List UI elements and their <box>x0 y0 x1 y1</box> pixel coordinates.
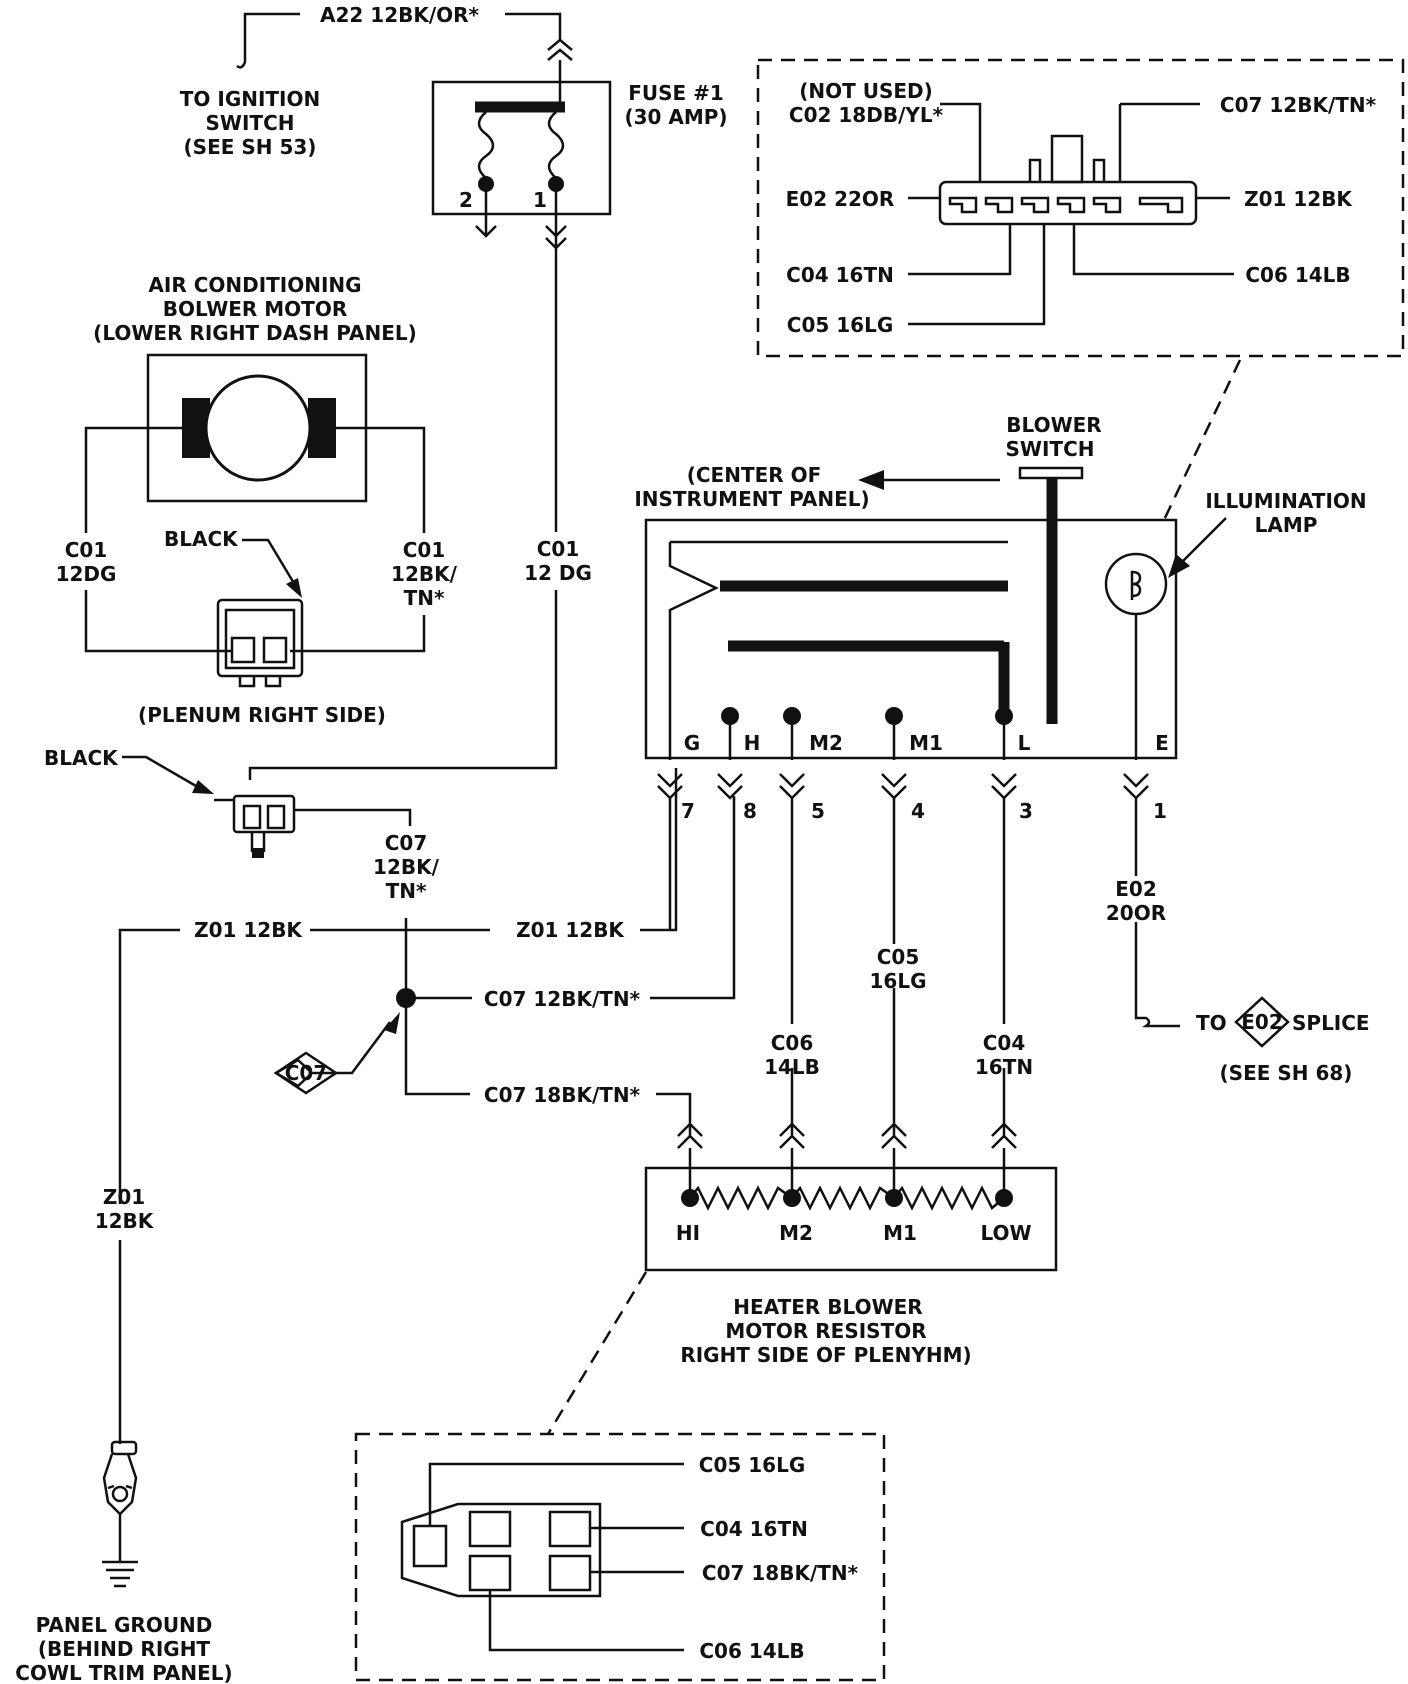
fuse-1: 2 1 FUSE #1 (30 AMP) <box>431 60 728 278</box>
ac-motor-label-3: (LOWER RIGHT DASH PANEL) <box>93 321 417 345</box>
motor-left-code: C01 <box>65 538 108 562</box>
rc-c07: C07 18BK/TN* <box>702 1561 859 1585</box>
tap-hi: HI <box>676 1221 700 1245</box>
ground-label-3: COWL TRIM PANEL) <box>15 1661 232 1684</box>
ground-label-2: (BEHIND RIGHT <box>38 1637 211 1661</box>
ignition-wire-label: A22 12BK/OR* <box>320 3 480 27</box>
motor-black-label: BLACK <box>164 527 239 551</box>
ground-circuit: Z01 12BK Z01 12BK Z01 12BK PANEL GROUND … <box>15 768 678 1684</box>
rc-c06: C06 14LB <box>699 1639 804 1663</box>
terminal-h: H <box>744 731 761 755</box>
c06-gauge: 14LB <box>764 1055 820 1079</box>
switch-connector-detail: (NOT USED) C02 18DB/YL* C07 12BK/TN* E02… <box>756 58 1405 521</box>
e02-splice: SPLICE <box>1292 1011 1370 1035</box>
resistor-label-2: MOTOR RESISTOR <box>725 1319 926 1343</box>
ignition-label-2: SWITCH <box>206 111 295 135</box>
c07-upper-color: TN* <box>386 879 427 903</box>
terminal-g: G <box>684 731 700 755</box>
z01-left-label: Z01 12BK <box>194 918 303 942</box>
blower-resistor: HI M2 M1 LOW HEATER BLOWER MOTOR RESISTO… <box>546 1122 1058 1435</box>
e02-gauge: 20OR <box>1106 901 1166 925</box>
c07-out-upper: C07 12BK/TN* <box>484 987 641 1011</box>
resistor-label-1: HEATER BLOWER <box>733 1295 922 1319</box>
tap-m2: M2 <box>779 1221 813 1245</box>
motor-left-gauge: 12DG <box>56 562 117 586</box>
sw-c02: C02 18DB/YL* <box>789 103 944 127</box>
feed-wire-code: C01 <box>537 537 580 561</box>
motor-right-code: C01 <box>403 538 446 562</box>
switch-output-wires: C05 16LG C06 14LB C04 16TN E02 20OR TO E… <box>668 798 1370 1136</box>
ignition-label-1: TO IGNITION <box>180 87 320 111</box>
pin-7: 7 <box>681 799 695 823</box>
z01-mid-label: Z01 12BK <box>516 918 625 942</box>
e02-splice-tag: E02 <box>1241 1010 1283 1034</box>
c07-out-lower: C07 18BK/TN* <box>484 1083 641 1107</box>
sw-c04: C04 16TN <box>786 263 894 287</box>
motor-right-color: TN* <box>404 586 445 610</box>
tap-m1: M1 <box>883 1221 917 1245</box>
c05-code: C05 <box>877 945 920 969</box>
pin-4: 4 <box>911 799 925 823</box>
ground-label-1: PANEL GROUND <box>36 1613 213 1637</box>
feed-wire: C01 12 DG <box>248 278 592 780</box>
fuse-pin-2: 2 <box>459 188 473 212</box>
blower-switch-label-2: SWITCH <box>1006 437 1095 461</box>
pin-3: 3 <box>1019 799 1033 823</box>
blower-switch: BLOWER SWITCH (CENTER OF INSTRUMENT PANE… <box>634 413 1366 823</box>
ignition-feed: A22 12BK/OR* TO IGNITION SWITCH (SEE SH … <box>180 3 573 159</box>
fuse-pin-1: 1 <box>533 188 547 212</box>
z01-vert-gauge: 12BK <box>95 1209 155 1233</box>
c06-code: C06 <box>771 1031 814 1055</box>
c07-upper-gauge: 12BK/ <box>373 855 440 879</box>
c04-code: C04 <box>983 1031 1026 1055</box>
center-label-2: INSTRUMENT PANEL) <box>634 487 869 511</box>
c07-splice-tag: C07 <box>285 1061 328 1085</box>
e02-see: (SEE SH 68) <box>1220 1061 1353 1085</box>
motor-right-gauge: 12BK/ <box>391 562 458 586</box>
pin-5: 5 <box>811 799 825 823</box>
tap-low: LOW <box>980 1221 1031 1245</box>
fuse-label-2: (30 AMP) <box>624 105 727 129</box>
c07-upper-code: C07 <box>385 831 428 855</box>
terminal-l: L <box>1018 731 1031 755</box>
terminal-e: E <box>1155 731 1169 755</box>
fuse-label-1: FUSE #1 <box>628 81 724 105</box>
z01-vert-code: Z01 <box>103 1185 145 1209</box>
sw-c07: C07 12BK/TN* <box>1220 93 1377 117</box>
sw-c06: C06 14LB <box>1245 263 1350 287</box>
feed-wire-gauge: 12 DG <box>524 561 592 585</box>
terminal-m1: M1 <box>909 731 943 755</box>
ac-motor-label-2: BOLWER MOTOR <box>163 297 347 321</box>
terminal-m2: M2 <box>809 731 843 755</box>
rc-c04: C04 16TN <box>700 1517 808 1541</box>
rc-c05: C05 16LG <box>699 1453 805 1477</box>
lamp-label-2: LAMP <box>1255 513 1318 537</box>
c05-gauge: 16LG <box>870 969 927 993</box>
plenum-label: (PLENUM RIGHT SIDE) <box>138 703 386 727</box>
sw-z01: Z01 12BK <box>1244 187 1353 211</box>
black-connector-label: BLACK <box>44 746 119 770</box>
pin-1: 1 <box>1153 799 1167 823</box>
sw-c05: C05 16LG <box>787 313 893 337</box>
resistor-connector-detail: C05 16LG C04 16TN C07 18BK/TN* C06 14LB <box>354 1432 886 1682</box>
ac-motor-label-1: AIR CONDITIONING <box>148 273 361 297</box>
ignition-label-3: (SEE SH 53) <box>184 135 317 159</box>
blower-switch-label-1: BLOWER <box>1006 413 1101 437</box>
ac-blower-motor: AIR CONDITIONING BOLWER MOTOR (LOWER RIG… <box>84 273 426 533</box>
pin-8: 8 <box>743 799 757 823</box>
sw-not-used: (NOT USED) <box>799 79 933 103</box>
lamp-label-1: ILLUMINATION <box>1205 489 1366 513</box>
c07-splice: C07 C07 12BK/TN* C07 18BK/TN* <box>273 796 736 1136</box>
center-label-1: (CENTER OF <box>687 463 822 487</box>
resistor-label-3: RIGHT SIDE OF PLENYHM) <box>680 1343 971 1367</box>
c04-gauge: 16TN <box>975 1055 1033 1079</box>
e02-to: TO <box>1196 1011 1227 1035</box>
black-connector: BLACK C07 12BK/ TN* <box>44 746 440 903</box>
e02-code: E02 <box>1115 877 1157 901</box>
motor-wires: C01 12DG C01 12BK/ TN* BLACK (PLENUM RIG… <box>56 527 458 727</box>
sw-e02: E02 22OR <box>786 187 895 211</box>
